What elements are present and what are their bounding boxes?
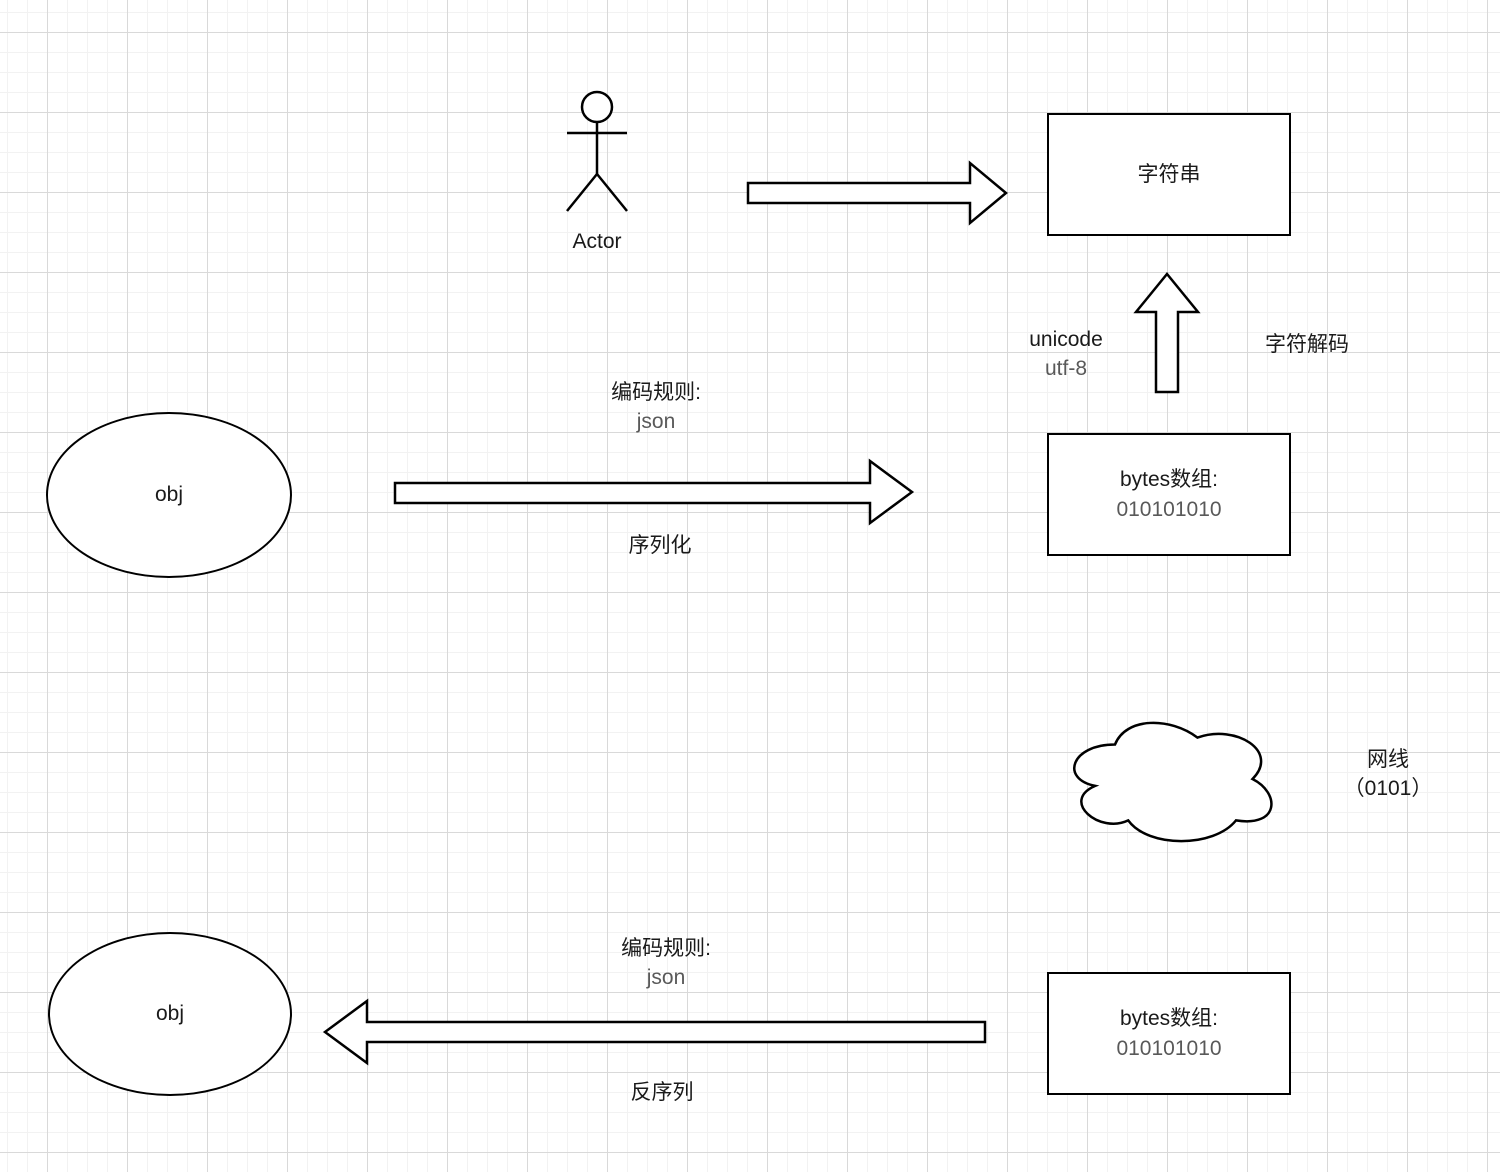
deserialize-rule-value: json xyxy=(646,966,686,989)
deserialize-rule-title: 编码规则: xyxy=(621,937,711,960)
obj-node-bottom: obj xyxy=(48,932,292,1096)
arrow-left-deserialize-icon xyxy=(322,998,987,1066)
bytes-node-bottom: bytes数组: 010101010 xyxy=(1047,972,1291,1095)
obj-node-top: obj xyxy=(46,412,292,578)
decode-encoding-label: unicode utf-8 xyxy=(1011,325,1121,383)
serialize-rule-title: 编码规则: xyxy=(611,381,701,404)
bytes-node-bottom-title: bytes数组: xyxy=(1119,1006,1219,1030)
bytes-node-bottom-value: 010101010 xyxy=(1116,1036,1222,1060)
deserialize-rule-label: 编码规则: json xyxy=(566,934,766,992)
bytes-node-top: bytes数组: 010101010 xyxy=(1047,433,1291,556)
obj-node-bottom-label: obj xyxy=(155,1002,185,1025)
serialize-action-label: 序列化 xyxy=(628,534,692,557)
bytes-node-top-title: bytes数组: xyxy=(1119,467,1219,491)
network-label: 网线 （0101） xyxy=(1318,745,1458,803)
serialize-rule-value: json xyxy=(636,410,676,433)
decode-action-label: 字符解码 xyxy=(1265,333,1349,356)
serialize-rule-label: 编码规则: json xyxy=(556,378,756,436)
string-node-label: 字符串 xyxy=(1137,162,1201,186)
string-node: 字符串 xyxy=(1047,113,1291,236)
bytes-node-top-value: 010101010 xyxy=(1116,497,1222,521)
decode-encoding-line2: utf-8 xyxy=(1044,357,1088,380)
arrow-up-decode-icon xyxy=(1133,272,1201,394)
obj-node-top-label: obj xyxy=(154,483,184,506)
actor-icon xyxy=(566,90,628,212)
actor-label: Actor xyxy=(572,230,622,253)
decode-encoding-line1: unicode xyxy=(1029,328,1103,351)
network-label-line2: （0101） xyxy=(1343,777,1433,800)
network-label-line1: 网线 xyxy=(1367,748,1409,771)
deserialize-action-label: 反序列 xyxy=(630,1081,694,1104)
network-cloud-icon xyxy=(1073,721,1273,843)
arrow-right-serialize-icon xyxy=(393,458,915,526)
arrow-right-actor-to-string-icon xyxy=(746,160,1008,226)
